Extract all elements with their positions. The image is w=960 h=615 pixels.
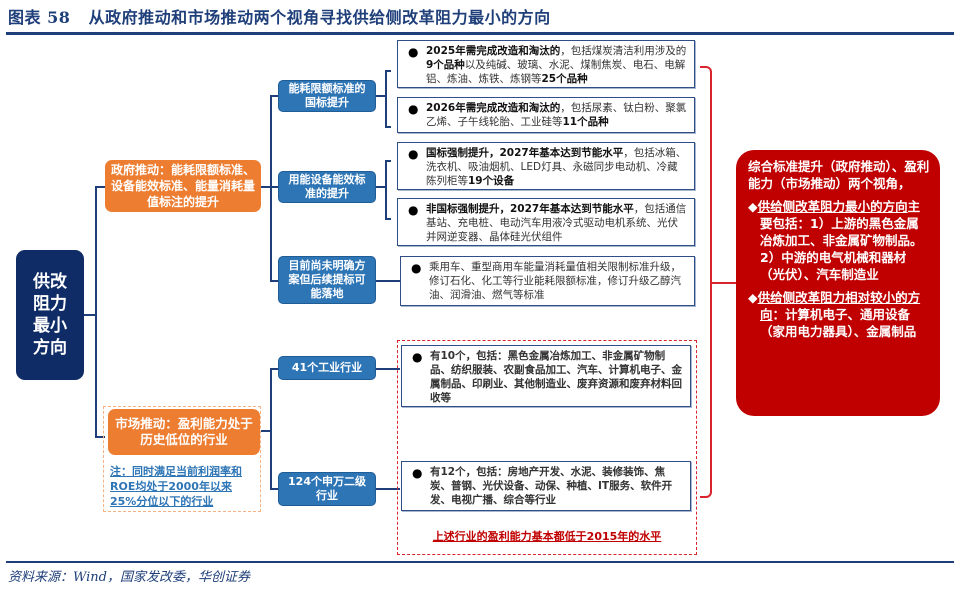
connector: [385, 160, 387, 220]
branch-label: 用能设备能效标准的提升: [288, 173, 366, 200]
connector: [376, 280, 400, 282]
detail-non-mandatory: ● 非国标强制提升，2027年基本达到节能水平，包括通信基站、充电桩、电动汽车用…: [397, 198, 695, 246]
bullet-icon: ●: [412, 350, 423, 364]
connector: [385, 160, 391, 162]
connector: [376, 186, 386, 188]
branch-energy-quota: 能耗限额标准的国标提升: [278, 80, 376, 112]
connector: [270, 95, 278, 97]
diamond-icon: ◆: [748, 290, 758, 305]
detail-future-standards: ● 乘用车、重型商用车能量消耗量值相关限制标准升级，修订石化、化工等行业能耗限额…: [400, 256, 695, 306]
summary-intro: 综合标准提升（政府推动）、盈利能力（市场推动）两个视角，: [748, 159, 930, 191]
market-node: 市场推动：盈利能力处于历史低位的行业: [108, 409, 260, 455]
bullet-icon: ●: [408, 203, 419, 217]
diamond-icon: ◆: [748, 199, 758, 214]
connector: [261, 430, 271, 432]
title-divider: [6, 32, 954, 35]
bullet-icon: ●: [412, 466, 423, 480]
detail-2025-quota: ● 2025年需完成改造和淘汰的，包括煤炭清洁利用涉及的9个品种以及纯碱、玻璃、…: [397, 40, 695, 88]
source-note: 资料来源：Wind，国家发改委，华创证券: [8, 570, 250, 585]
connector: [270, 280, 278, 282]
connector: [270, 488, 278, 490]
detail-national-mandatory: ● 国标强制提升，2027年基本达到节能水平，包括冰箱、洗衣机、吸油烟机、LED…: [397, 142, 695, 190]
footer-divider: [6, 561, 954, 563]
connector: [385, 126, 391, 128]
market-note: 注：同时满足当前利润率和ROE均处于2000年以来25%分位以下的行业: [110, 465, 242, 508]
connector: [270, 368, 278, 370]
connector: [270, 368, 272, 490]
market-label: 市场推动：盈利能力处于历史低位的行业: [115, 416, 253, 447]
bullet-icon: ●: [408, 102, 419, 116]
bullet-icon: ●: [408, 45, 419, 59]
figure-title-text: 从政府推动和市场推动两个视角寻找供给侧改革阻力最小的方向: [88, 8, 551, 27]
connector: [270, 186, 278, 188]
figure-label: 图表 58: [8, 8, 71, 27]
branch-label: 124个申万二级行业: [288, 475, 366, 502]
connector: [376, 95, 386, 97]
connector: [95, 186, 105, 188]
summary-box: 综合标准提升（政府推动）、盈利能力（市场推动）两个视角， ◆供给侧改革阻力最小的…: [736, 150, 940, 416]
market-detail-frame: [397, 340, 697, 555]
summary-bullet-1: ◆供给侧改革阻力最小的方向主要包括：1）上游的黑色金属冶炼加工、非金属矿物制品。…: [748, 199, 923, 282]
root-node: 供改阻力最小方向: [16, 250, 84, 380]
connector: [84, 314, 96, 316]
government-label: 政府推动：能耗限额标准、设备能效标准、能量消耗量值标注的提升: [111, 163, 256, 209]
figure-title: 图表 58 从政府推动和市场推动两个视角寻找供给侧改革阻力最小的方向: [8, 4, 551, 32]
connector: [376, 368, 400, 370]
connector: [385, 70, 387, 128]
detail-124-industries: ● 有12个，包括：房地产开发、水泥、装修装饰、焦炭、普钢、光伏设备、动保、种植…: [401, 461, 691, 511]
summary-brace-tip: [711, 282, 737, 284]
bullet-icon: ●: [408, 147, 419, 161]
connector: [385, 70, 391, 72]
root-label: 供改阻力最小方向: [33, 272, 67, 358]
connector: [95, 436, 105, 438]
connector: [385, 218, 391, 220]
government-node: 政府推动：能耗限额标准、设备能效标准、能量消耗量值标注的提升: [105, 160, 261, 212]
summary-bullet-2: ◆供给侧改革阻力相对较小的方向：计算机电子、通用设备（家用电力器具）、金属制品: [748, 290, 921, 339]
detail-41-industries: ● 有10个，包括：黑色金属冶炼加工、非金属矿物制品、纺织服装、农副食品加工、汽…: [401, 345, 691, 407]
market-note-frame: [103, 406, 261, 512]
connector: [270, 95, 272, 282]
branch-41-industries: 41个工业行业: [278, 356, 376, 380]
branch-label: 能耗限额标准的国标提升: [288, 82, 366, 109]
connector: [95, 186, 97, 438]
branch-label: 目前尚未明确方案但后续提标可能落地: [288, 259, 366, 300]
detail-2026-quota: ● 2026年需完成改造和淘汰的，包括尿素、钛白粉、聚氯乙烯、子午线轮胎、工业硅…: [397, 97, 695, 133]
branch-124-sw-industries: 124个申万二级行业: [278, 472, 376, 506]
bullet-icon: ●: [411, 261, 422, 275]
connector: [261, 186, 271, 188]
branch-future-standards: 目前尚未明确方案但后续提标可能落地: [278, 256, 376, 304]
branch-equipment-efficiency: 用能设备能效标准的提升: [278, 171, 376, 203]
market-caption: 上述行业的盈利能力基本都低于2015年的水平: [432, 530, 662, 543]
connector: [376, 488, 400, 490]
branch-label: 41个工业行业: [291, 361, 363, 374]
